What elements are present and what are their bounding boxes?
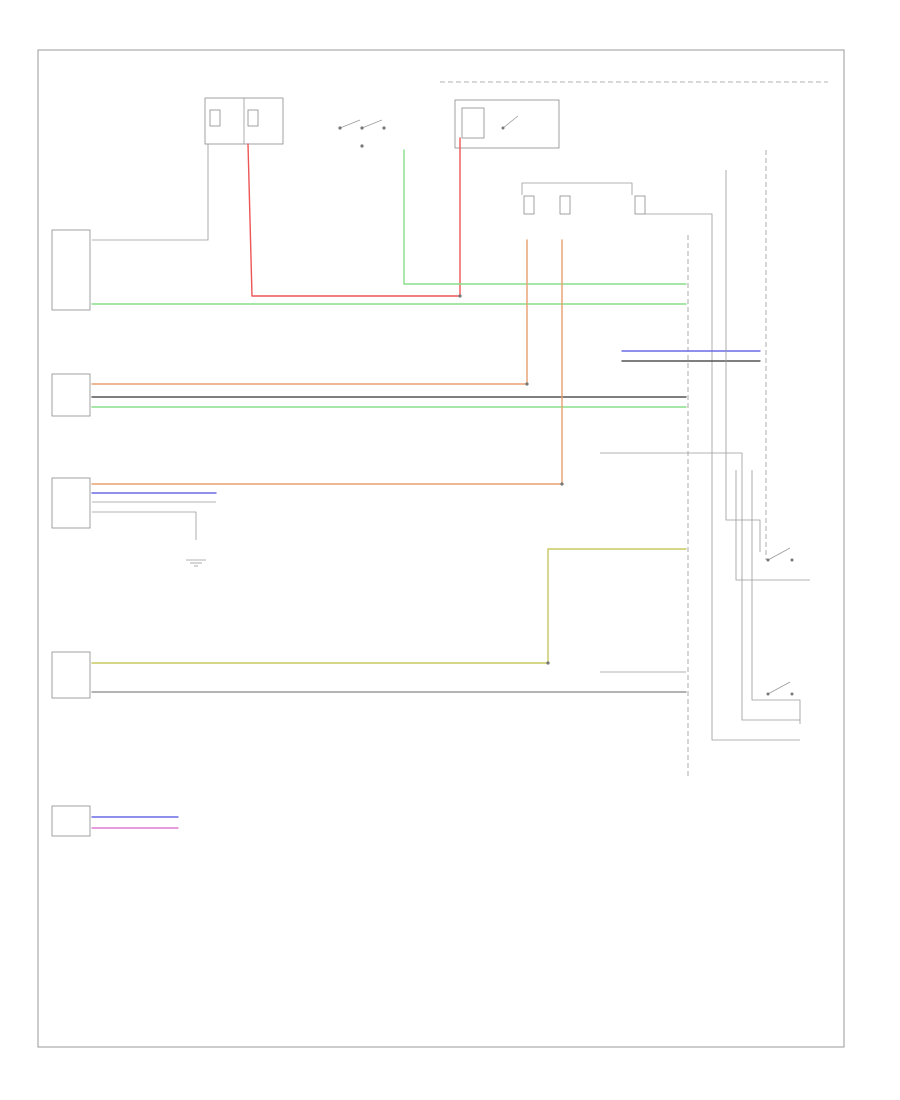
splice-point xyxy=(458,294,462,298)
wire-gray-right-mid xyxy=(600,452,800,721)
wire-yellow xyxy=(91,548,687,664)
right-switch-lower xyxy=(751,470,801,724)
wire-gray-module-c-2 xyxy=(92,511,197,540)
fuse-block xyxy=(204,97,284,145)
top-relay xyxy=(454,99,560,149)
ground-symbol xyxy=(186,559,206,567)
diagram-frame xyxy=(37,49,845,1048)
splice-point xyxy=(525,382,529,386)
splice-point xyxy=(546,661,550,665)
splice-point xyxy=(560,482,564,486)
right-switch-upper xyxy=(725,170,810,581)
wire-gray-fuse-to-module-a xyxy=(92,144,209,241)
module-c-box xyxy=(51,477,91,529)
module-a-box xyxy=(51,229,91,311)
module-d-box xyxy=(51,651,91,699)
wire-green-ignition xyxy=(403,149,687,285)
wire-red xyxy=(247,137,461,297)
module-e-box xyxy=(51,805,91,837)
wire-orange-module-c xyxy=(91,239,563,485)
ignition-switch xyxy=(338,119,386,148)
wire-orange-module-b xyxy=(91,239,528,385)
module-b-box xyxy=(51,373,91,417)
relay-fuses xyxy=(521,182,800,741)
